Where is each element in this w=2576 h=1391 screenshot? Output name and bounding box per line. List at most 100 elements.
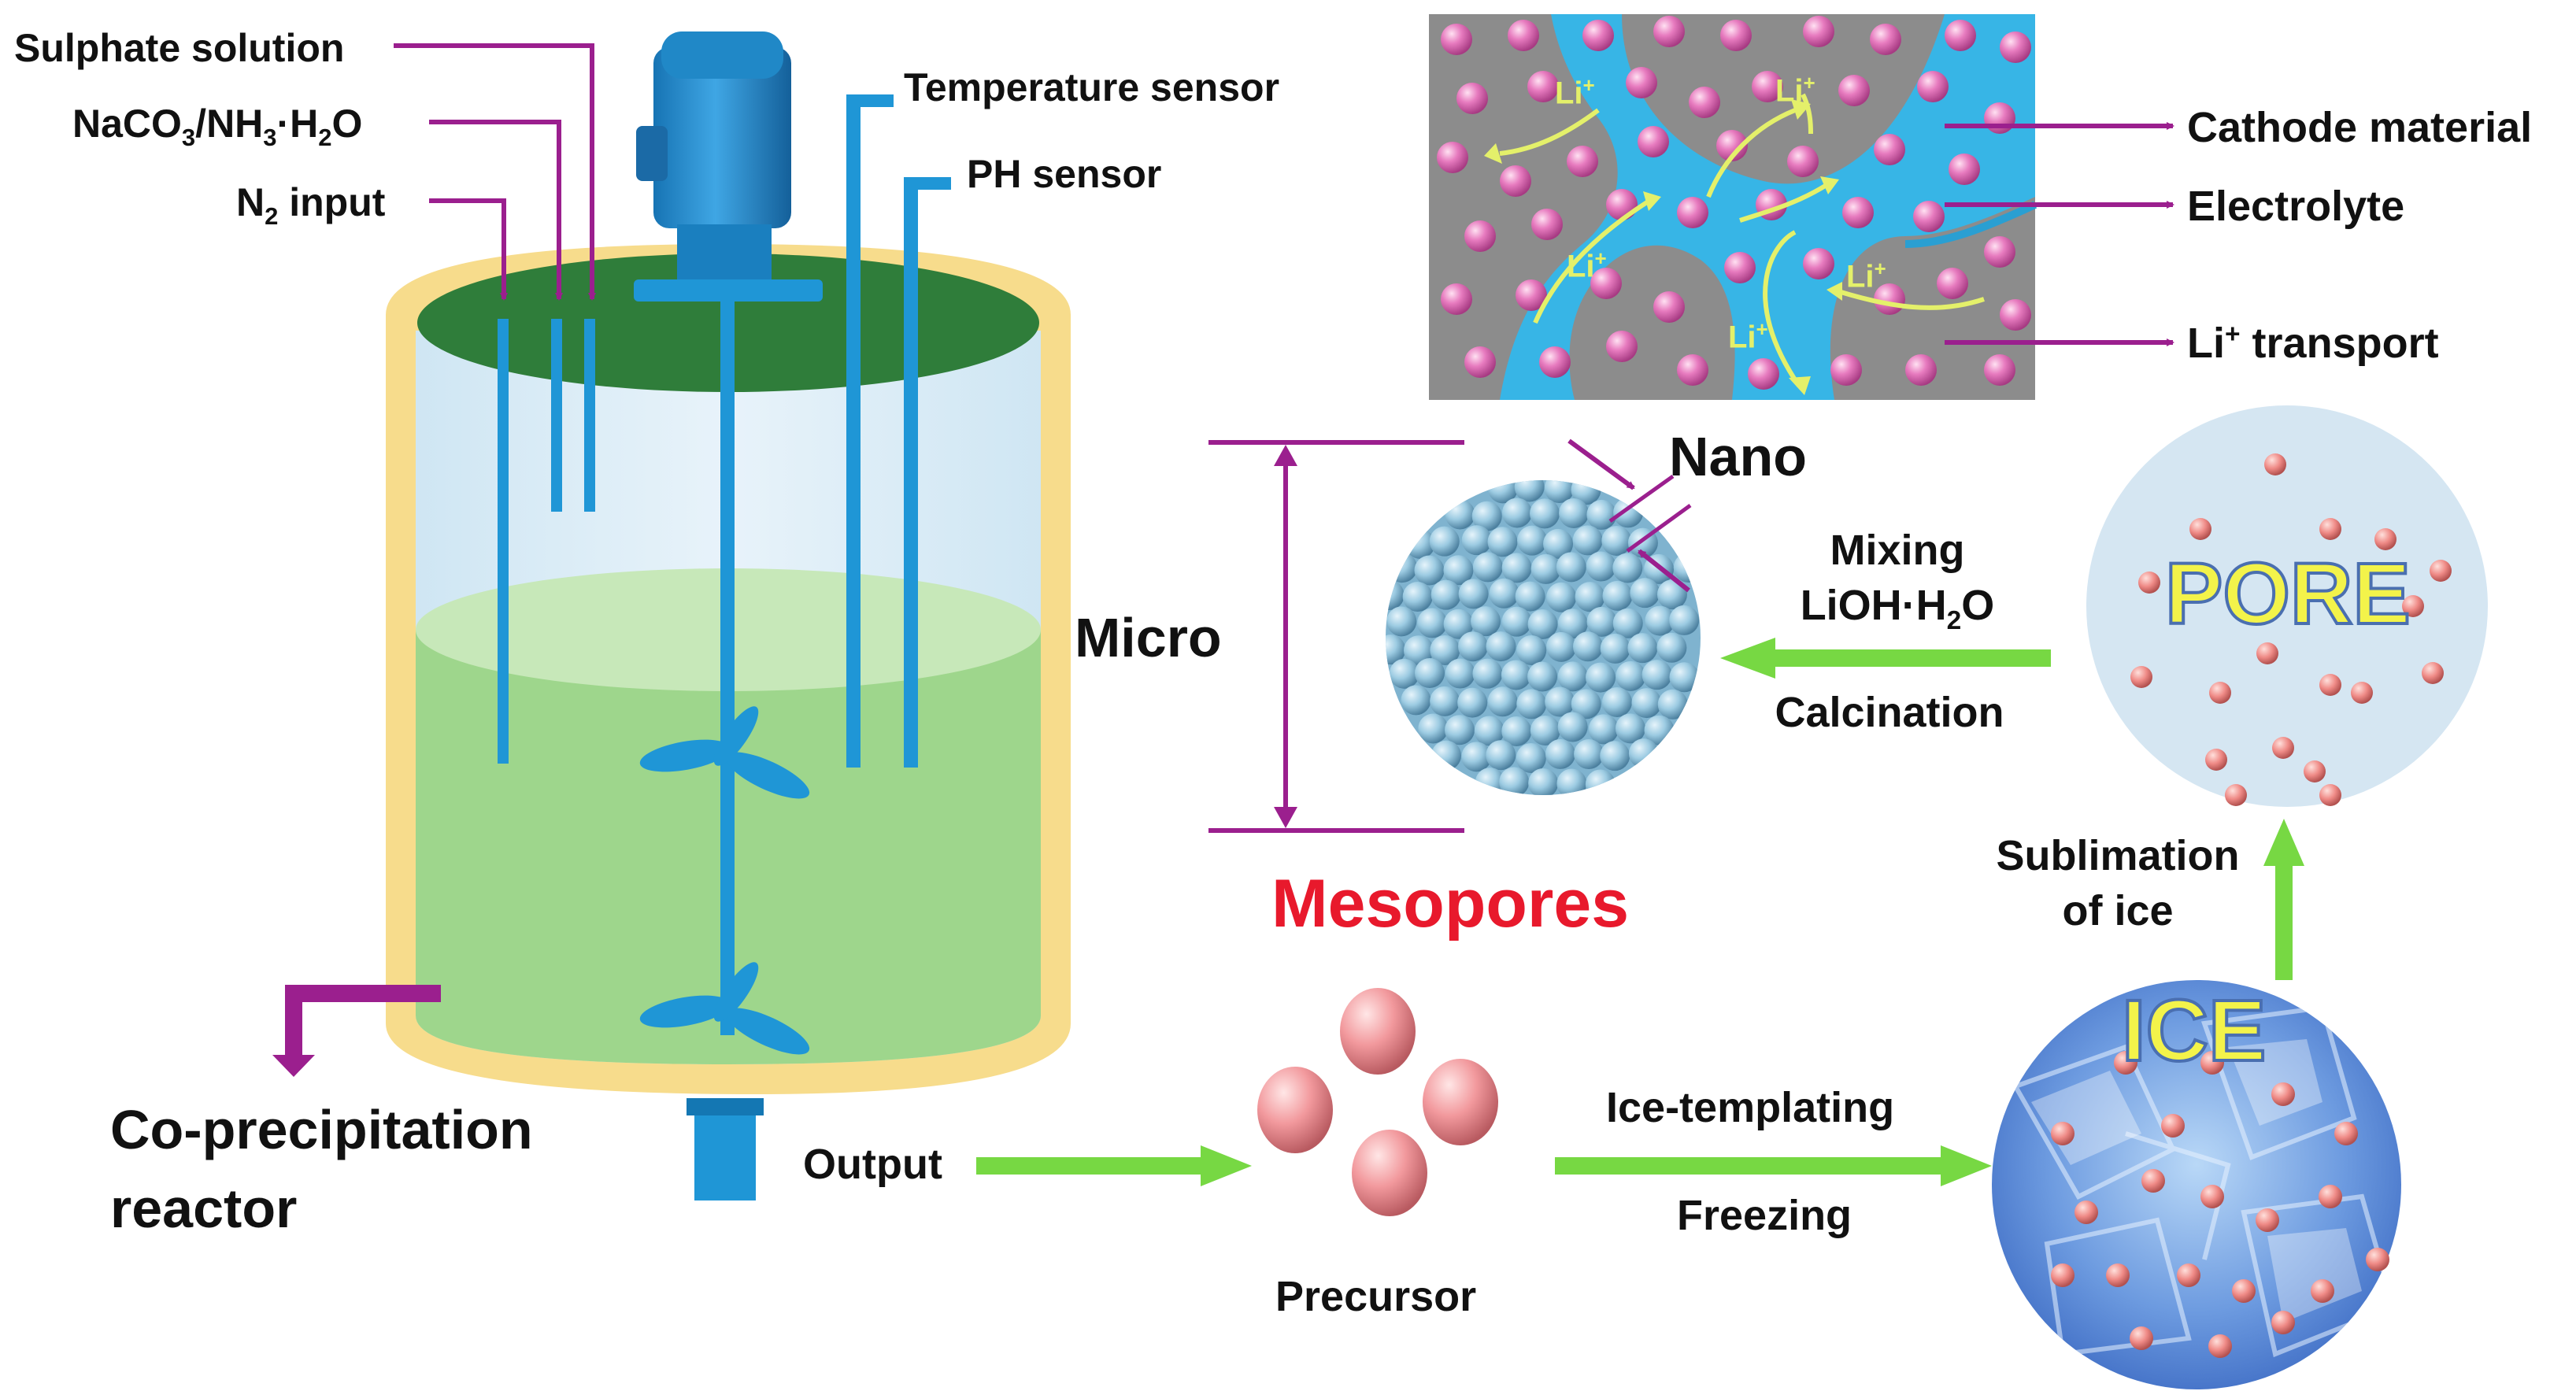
- meso-sphere: [1486, 631, 1516, 662]
- cathode-particle: [1638, 126, 1669, 157]
- meso-sphere: [1545, 738, 1575, 769]
- meso-sphere: [1472, 552, 1503, 583]
- label-pore: PORE: [2163, 546, 2412, 642]
- cathode-particle: [1945, 20, 1976, 51]
- li-ion-label-5: Li+: [1728, 317, 1768, 355]
- pore-particle: [2138, 572, 2160, 594]
- cathode-particle: [1437, 142, 1468, 173]
- meso-sphere: [1417, 608, 1448, 638]
- cathode-particle: [1724, 252, 1756, 283]
- cathode-particle: [1677, 197, 1708, 228]
- meso-sphere: [1403, 635, 1434, 666]
- label-sublimation-line1: Sublimation: [1996, 832, 2240, 879]
- cathode-particle: [1787, 146, 1819, 177]
- ice-particle: [2051, 1122, 2074, 1145]
- impeller-upper: [639, 706, 810, 799]
- leader-n2: [429, 198, 508, 301]
- ice-particle: [2256, 1208, 2279, 1232]
- cathode-particle: [1531, 209, 1563, 240]
- meso-sphere: [1656, 632, 1687, 663]
- cathode-particle: [1803, 248, 1834, 279]
- meso-sphere: [1414, 555, 1445, 586]
- cathode-particle: [1653, 291, 1685, 323]
- ice-particle: [2311, 1279, 2334, 1303]
- label-mixing: Mixing: [1830, 527, 1965, 574]
- cathode-particle: [1913, 201, 1945, 232]
- cathode-particle: [1984, 236, 2015, 268]
- electrolyte-inset: [1429, 14, 2037, 400]
- meso-sphere: [1586, 499, 1617, 530]
- tube-n2: [498, 319, 509, 764]
- label-micro: Micro: [1075, 607, 1222, 668]
- cathode-particle: [1582, 20, 1614, 51]
- cathode-particle: [1606, 331, 1638, 362]
- outlet-arrow: [285, 985, 441, 1059]
- meso-sphere: [1401, 685, 1431, 716]
- meso-sphere: [1386, 579, 1405, 610]
- pore-particle: [2304, 760, 2326, 782]
- label-temperature-sensor: Temperature sensor: [904, 65, 1280, 109]
- label-ph-sensor: PH sensor: [967, 152, 1162, 196]
- pore-particle: [2209, 682, 2231, 704]
- green-arrows: [976, 638, 2304, 1186]
- meso-sphere: [1586, 551, 1616, 582]
- cathode-particle: [2000, 299, 2031, 331]
- meso-sphere: [1430, 579, 1461, 610]
- label-cathode-material: Cathode material: [2187, 104, 2533, 151]
- meso-sphere: [1641, 660, 1672, 690]
- pore-particle: [2319, 518, 2341, 540]
- cathode-particle: [1653, 16, 1685, 47]
- meso-sphere: [1514, 480, 1545, 502]
- cathode-particle: [1567, 146, 1598, 177]
- label-mesopores: Mesopores: [1271, 866, 1630, 942]
- label-calcination: Calcination: [1775, 689, 2004, 736]
- cathode-particle: [1464, 346, 1496, 378]
- meso-sphere: [1656, 579, 1687, 610]
- li-ion-label-3: Li+: [1567, 246, 1607, 284]
- label-precursor: Precursor: [1275, 1273, 1477, 1320]
- label-lioh: LiOH·H2O: [1800, 582, 1995, 635]
- cathode-particle: [1441, 24, 1472, 55]
- meso-sphere: [1461, 525, 1492, 556]
- meso-sphere: [1430, 686, 1460, 716]
- meso-sphere: [1600, 633, 1630, 664]
- cathode-particle: [1590, 268, 1622, 299]
- meso-sphere: [1443, 555, 1474, 586]
- meso-sphere: [1628, 738, 1659, 769]
- pore-particle: [2374, 528, 2396, 550]
- meso-sphere: [1487, 686, 1518, 717]
- meso-sphere: [1546, 631, 1577, 662]
- meso-sphere: [1530, 553, 1561, 584]
- meso-sphere: [1458, 631, 1489, 662]
- meso-sphere: [1389, 658, 1419, 689]
- ice-particle: [2074, 1200, 2098, 1224]
- label-electrolyte: Electrolyte: [2187, 183, 2405, 230]
- meso-sphere: [1556, 768, 1587, 795]
- meso-sphere: [1386, 634, 1406, 665]
- meso-sphere: [1501, 660, 1531, 690]
- pore-particle: [2130, 666, 2152, 688]
- ice-circle: [1992, 980, 2401, 1389]
- meso-sphere: [1600, 741, 1630, 771]
- cathode-particle: [2000, 31, 2031, 63]
- meso-sphere: [1571, 689, 1601, 720]
- meso-sphere: [1501, 716, 1532, 746]
- nano-arrow-1: [1567, 438, 1635, 490]
- li-ion-label-4: Li+: [1846, 257, 1886, 294]
- meso-sphere: [1616, 660, 1646, 691]
- meso-sphere: [1657, 689, 1688, 720]
- ice-particle: [2366, 1248, 2389, 1271]
- meso-sphere: [1414, 658, 1445, 689]
- pore-particle: [2256, 642, 2278, 664]
- meso-sphere: [1601, 525, 1632, 556]
- label-output: Output: [803, 1141, 942, 1188]
- meso-sphere: [1527, 661, 1558, 692]
- pore-particle: [2225, 784, 2247, 806]
- ice-particle: [2161, 1114, 2185, 1138]
- meso-sphere: [1627, 633, 1658, 664]
- meso-sphere: [1601, 686, 1632, 717]
- cathode-particle: [1516, 279, 1547, 311]
- meso-sphere: [1586, 662, 1616, 693]
- meso-sphere: [1527, 609, 1558, 639]
- label-nano: Nano: [1669, 426, 1807, 487]
